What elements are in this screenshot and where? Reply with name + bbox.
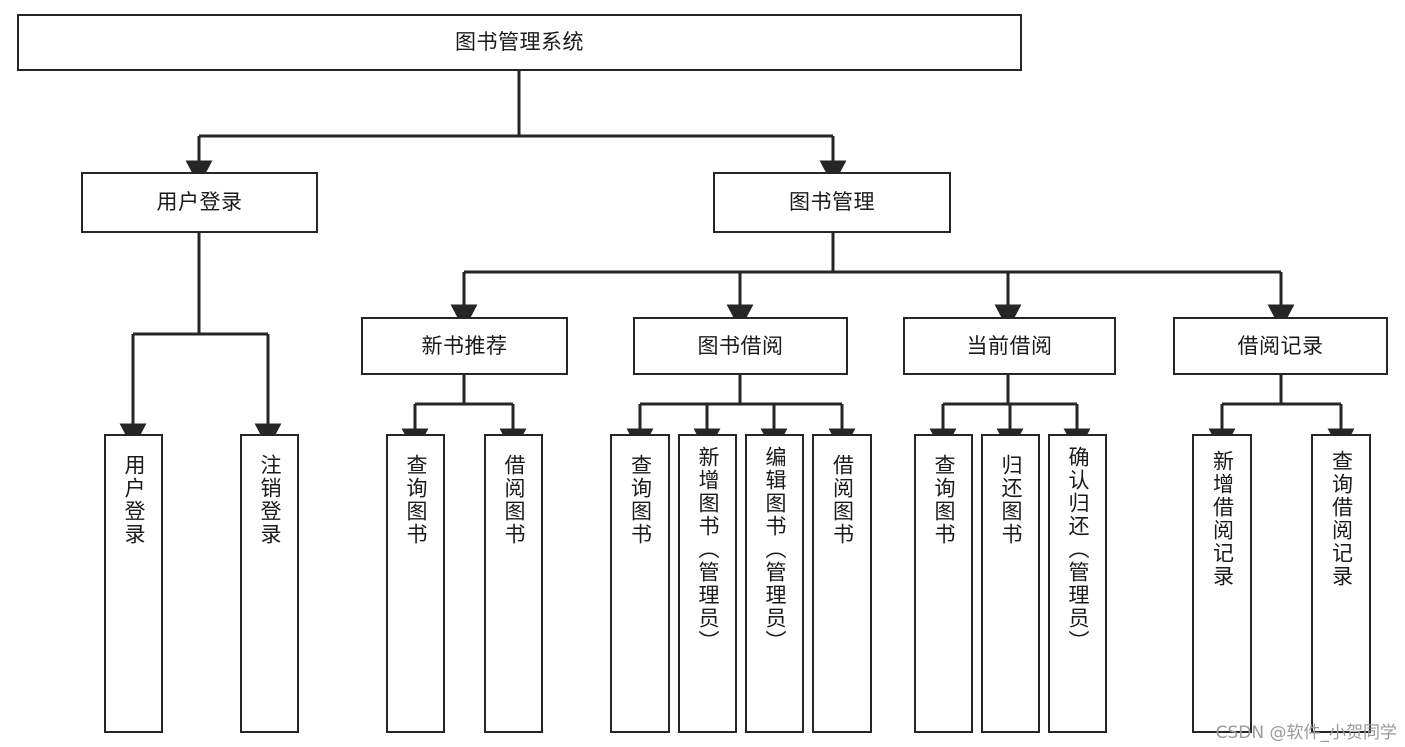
node-leaf-query-book-2[interactable]: 查询图书 xyxy=(610,434,670,733)
node-root-label: 图书管理系统 xyxy=(455,30,584,55)
node-book-borrow[interactable]: 图书借阅 xyxy=(633,317,848,375)
node-leaf-borrow-book-1-label: 借阅图书 xyxy=(502,454,527,546)
csdn-watermark: CSDN @软件_小贺同学 xyxy=(1215,723,1397,743)
node-new-book-recommend[interactable]: 新书推荐 xyxy=(361,317,568,375)
node-current-borrow[interactable]: 当前借阅 xyxy=(903,317,1116,375)
node-leaf-logout-login[interactable]: 注销登录 xyxy=(240,434,299,733)
node-leaf-add-book-label: 新增图书（管理员） xyxy=(696,446,721,653)
node-new-book-recommend-label: 新书推荐 xyxy=(421,333,508,358)
node-leaf-query-book-2-label: 查询图书 xyxy=(628,454,653,546)
node-book-borrow-label: 图书借阅 xyxy=(697,333,784,358)
node-leaf-query-record-label: 查询借阅记录 xyxy=(1329,450,1354,588)
node-borrow-record[interactable]: 借阅记录 xyxy=(1173,317,1388,375)
node-book-manage-label: 图书管理 xyxy=(789,190,875,215)
node-leaf-logout-login-label: 注销登录 xyxy=(258,454,283,546)
node-leaf-edit-book[interactable]: 编辑图书（管理员） xyxy=(745,434,804,733)
node-book-manage[interactable]: 图书管理 xyxy=(713,172,951,233)
node-leaf-user-login-label: 用户登录 xyxy=(122,454,147,546)
node-leaf-query-book-1-label: 查询图书 xyxy=(404,454,429,546)
node-borrow-record-label: 借阅记录 xyxy=(1237,333,1324,358)
node-user-login[interactable]: 用户登录 xyxy=(81,172,318,233)
node-leaf-borrow-book-2[interactable]: 借阅图书 xyxy=(812,434,872,733)
node-leaf-user-login[interactable]: 用户登录 xyxy=(104,434,163,733)
node-leaf-add-record-label: 新增借阅记录 xyxy=(1210,450,1235,588)
node-leaf-edit-book-label: 编辑图书（管理员） xyxy=(763,446,788,653)
node-leaf-query-book-3-label: 查询图书 xyxy=(932,454,957,546)
node-leaf-confirm-return[interactable]: 确认归还（管理员） xyxy=(1048,434,1107,733)
node-leaf-return-book-label: 归还图书 xyxy=(999,454,1024,546)
node-leaf-return-book[interactable]: 归还图书 xyxy=(981,434,1040,733)
node-leaf-query-record[interactable]: 查询借阅记录 xyxy=(1311,434,1371,733)
node-leaf-add-record[interactable]: 新增借阅记录 xyxy=(1192,434,1252,733)
node-leaf-query-book-1[interactable]: 查询图书 xyxy=(386,434,445,733)
node-current-borrow-label: 当前借阅 xyxy=(966,333,1053,358)
node-leaf-borrow-book-1[interactable]: 借阅图书 xyxy=(484,434,543,733)
node-root[interactable]: 图书管理系统 xyxy=(17,14,1022,71)
node-leaf-add-book[interactable]: 新增图书（管理员） xyxy=(678,434,737,733)
node-leaf-query-book-3[interactable]: 查询图书 xyxy=(914,434,973,733)
node-leaf-borrow-book-2-label: 借阅图书 xyxy=(830,454,855,546)
node-user-login-label: 用户登录 xyxy=(156,190,243,215)
node-leaf-confirm-return-label: 确认归还（管理员） xyxy=(1066,446,1091,653)
